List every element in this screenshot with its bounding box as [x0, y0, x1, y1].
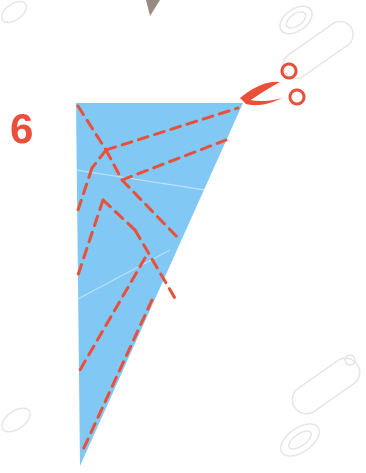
scissors-icon	[240, 64, 304, 105]
step-number: 6	[10, 108, 33, 150]
pencil-tip-icon	[146, 0, 160, 16]
